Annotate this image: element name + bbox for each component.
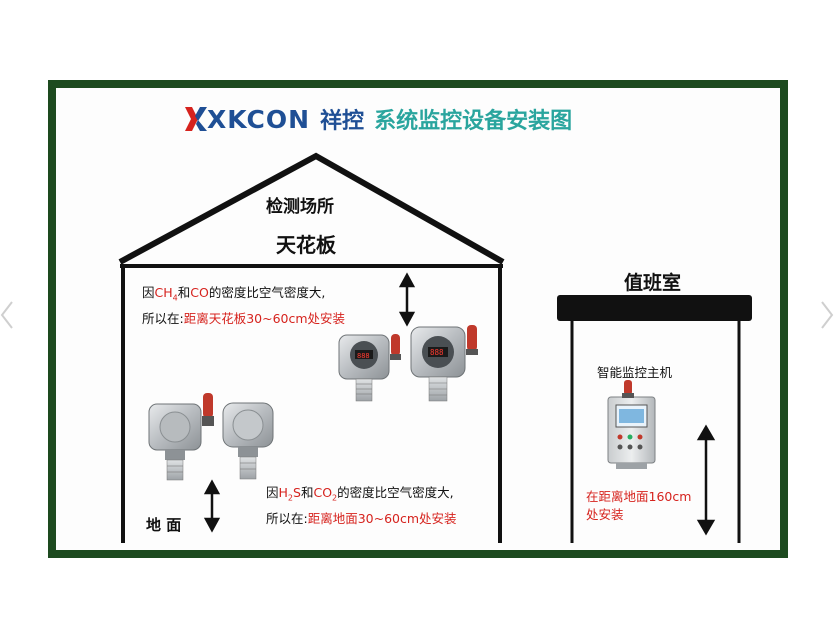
top-note-line2: 所以在:距离天花板30~60cm处安装 <box>142 310 346 326</box>
alarm-light-icon <box>466 325 478 355</box>
logo: XKCON <box>185 105 310 134</box>
gas-detector-icon <box>148 403 202 481</box>
bottom-note-line2: 所以在:距离地面30~60cm处安装 <box>266 510 457 526</box>
bottom-note-line1: 因H2S和CO2的密度比空气密度大, <box>266 485 454 503</box>
brand-name: 祥控 <box>320 109 365 134</box>
ceiling-label: 天花板 <box>276 233 336 257</box>
double-arrow-icon <box>696 424 716 536</box>
site-label: 检测场所 <box>266 197 334 217</box>
top-note: 因CH4和CO的密度比空气密度大, 所以在:距离天花板30~60cm处安装 <box>142 283 345 329</box>
bottom-note: 因H2S和CO2的密度比空气密度大, 所以在:距离地面30~60cm处安装 <box>266 483 457 529</box>
prev-slide-button[interactable] <box>0 300 14 330</box>
host-height-note-line1: 在距离地面160cm <box>586 489 692 504</box>
svg-text:888: 888 <box>357 352 370 360</box>
alarm-light-icon <box>390 334 401 360</box>
header: XKCON 祥控 系统监控设备安装图 <box>185 104 572 134</box>
top-note-line1: 因CH4和CO的密度比空气密度大, <box>142 285 326 303</box>
host-height-note-line2: 处安装 <box>586 507 624 522</box>
floor-label: 地 面 <box>146 516 182 534</box>
gas-detector-icon: 888 <box>410 326 466 402</box>
duty-room-title: 值班室 <box>624 272 682 294</box>
host-label: 智能监控主机 <box>597 365 673 380</box>
next-slide-button[interactable] <box>820 300 834 330</box>
gas-detector-icon: 888 <box>338 334 390 402</box>
control-cabinet-icon <box>607 396 656 469</box>
chevron-left-icon <box>0 301 13 329</box>
logo-x-mark-icon <box>185 107 207 131</box>
alarm-light-icon <box>202 393 214 426</box>
alarm-light-icon <box>622 380 634 398</box>
logo-text: XKCON <box>207 104 311 134</box>
svg-text:888: 888 <box>430 348 444 357</box>
host-height-note: 在距离地面160cm 处安装 <box>586 488 691 524</box>
chevron-right-icon <box>821 301 834 329</box>
duty-room-outline <box>557 295 752 543</box>
gas-detector-icon <box>222 402 274 480</box>
house-outline <box>118 152 505 543</box>
diagram-title: 系统监控设备安装图 <box>374 109 573 134</box>
double-arrow-icon <box>203 479 221 533</box>
double-arrow-icon <box>398 272 416 327</box>
